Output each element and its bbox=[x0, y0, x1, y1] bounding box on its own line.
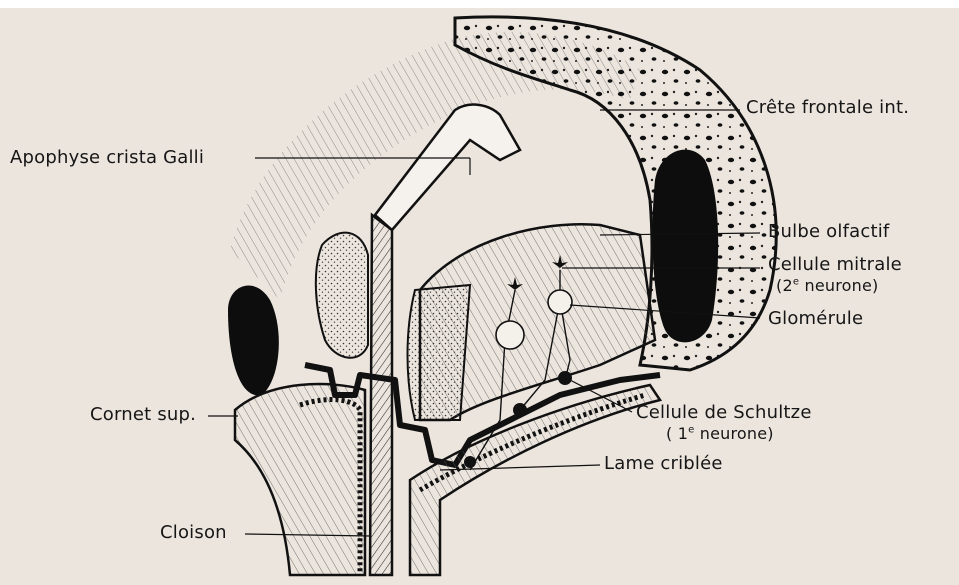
label-cornet: Cornet sup. bbox=[90, 405, 196, 425]
neurone2-post: neurone) bbox=[799, 276, 878, 295]
nasal-wall bbox=[235, 384, 365, 575]
label-schultze: Cellule de Schultze bbox=[636, 403, 812, 423]
neurone2-pre: (2 bbox=[776, 276, 793, 295]
neurone1-pre: ( 1 bbox=[666, 424, 688, 443]
bulb-face bbox=[408, 285, 471, 420]
septum bbox=[370, 215, 392, 575]
label-bulbe: Bulbe olfactif bbox=[768, 222, 889, 242]
label-lame-criblee: Lame criblée bbox=[604, 454, 723, 474]
ethmoid-cavity bbox=[228, 286, 279, 396]
label-crete-frontale: Crête frontale int. bbox=[746, 98, 909, 118]
label-neurone-1: ( 1e neurone) bbox=[666, 424, 774, 444]
label-apophyse: Apophyse crista Galli bbox=[10, 148, 204, 168]
orbital-plate bbox=[316, 233, 368, 358]
label-glomerule: Glomérule bbox=[768, 309, 863, 329]
label-cloison: Cloison bbox=[160, 523, 227, 543]
neurone1-post: neurone) bbox=[694, 424, 773, 443]
label-cellule-mitrale: Cellule mitrale bbox=[768, 255, 902, 275]
label-neurone-2: (2e neurone) bbox=[776, 276, 878, 296]
